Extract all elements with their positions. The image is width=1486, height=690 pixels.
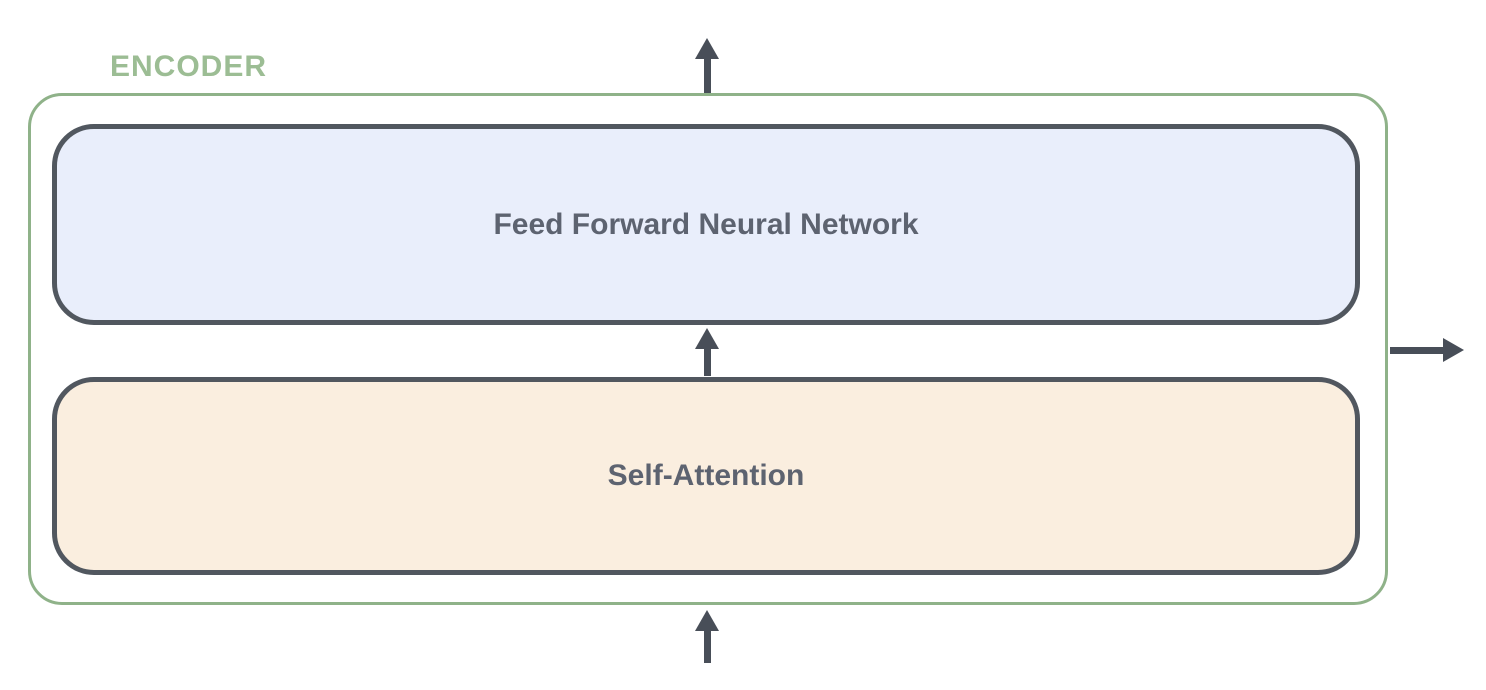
arrow-shaft <box>703 631 711 663</box>
arrow-shaft <box>1390 346 1443 354</box>
feed-forward-label: Feed Forward Neural Network <box>493 207 919 241</box>
feed-forward-block: Feed Forward Neural Network <box>52 124 1360 325</box>
self-attention-label: Self-Attention <box>607 459 805 492</box>
encoder-output-top-arrow-icon <box>695 38 719 93</box>
encoder-label: ENCODER <box>110 50 268 83</box>
arrow-head <box>695 328 719 349</box>
encoder-input-arrow-icon <box>695 610 719 663</box>
arrow-shaft <box>703 59 711 93</box>
arrow-head <box>695 610 719 631</box>
attention-to-ffnn-arrow-icon <box>695 328 719 376</box>
arrow-head <box>1443 338 1464 362</box>
arrow-shaft <box>703 349 711 376</box>
self-attention-block: Self-Attention <box>52 377 1360 575</box>
encoder-container-box <box>28 93 1388 605</box>
encoder-output-right-arrow-icon <box>1390 338 1464 362</box>
arrow-head <box>695 38 719 59</box>
